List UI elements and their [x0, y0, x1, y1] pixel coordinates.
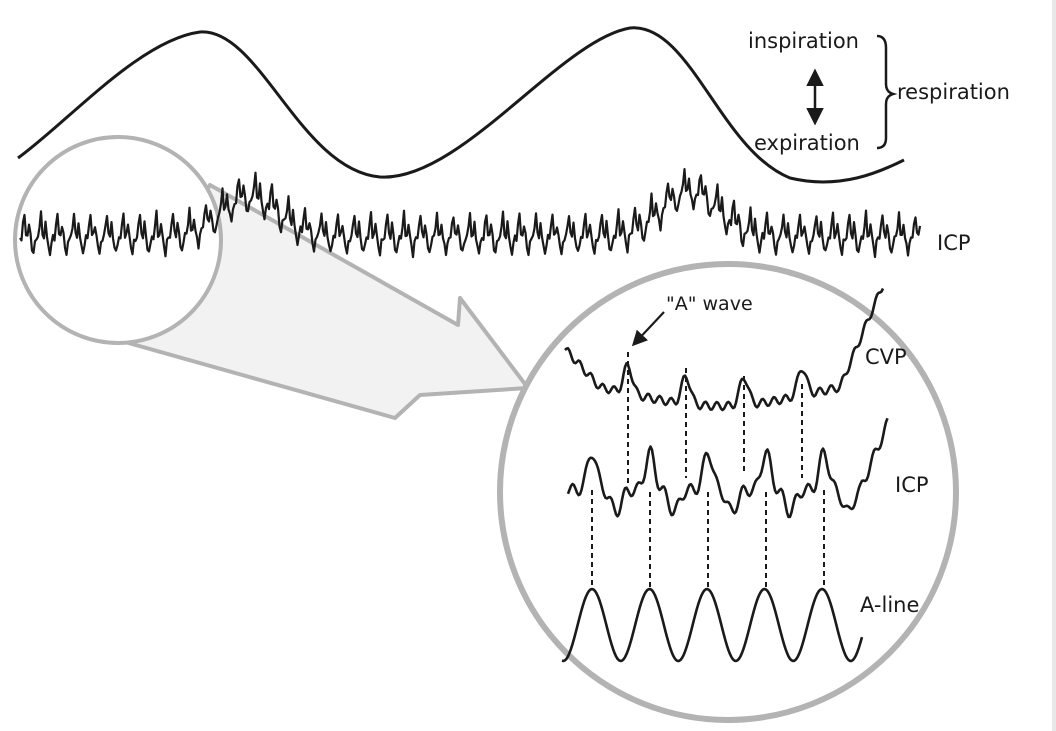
icp-zoom-trace	[566, 417, 889, 519]
a-line-label: A-line	[860, 593, 919, 617]
alignment-guides	[591, 352, 825, 590]
respiration-label: respiration	[897, 80, 1010, 104]
respiration-brace	[876, 34, 898, 150]
a-line-trace	[561, 587, 864, 663]
a-wave-pointer	[631, 311, 665, 347]
a-wave-label: "A" wave	[666, 293, 753, 315]
inspiration-label: inspiration	[748, 29, 859, 53]
right-edge-strip	[1052, 0, 1056, 731]
icp-main-label: ICP	[937, 231, 971, 255]
cvp-trace	[564, 287, 885, 412]
respiration-curve	[17, 26, 905, 184]
icp-main-trace	[19, 168, 922, 259]
icp-zoom-label: ICP	[895, 473, 929, 497]
cvp-label: CVP	[865, 345, 907, 369]
expiration-label: expiration	[754, 131, 860, 155]
